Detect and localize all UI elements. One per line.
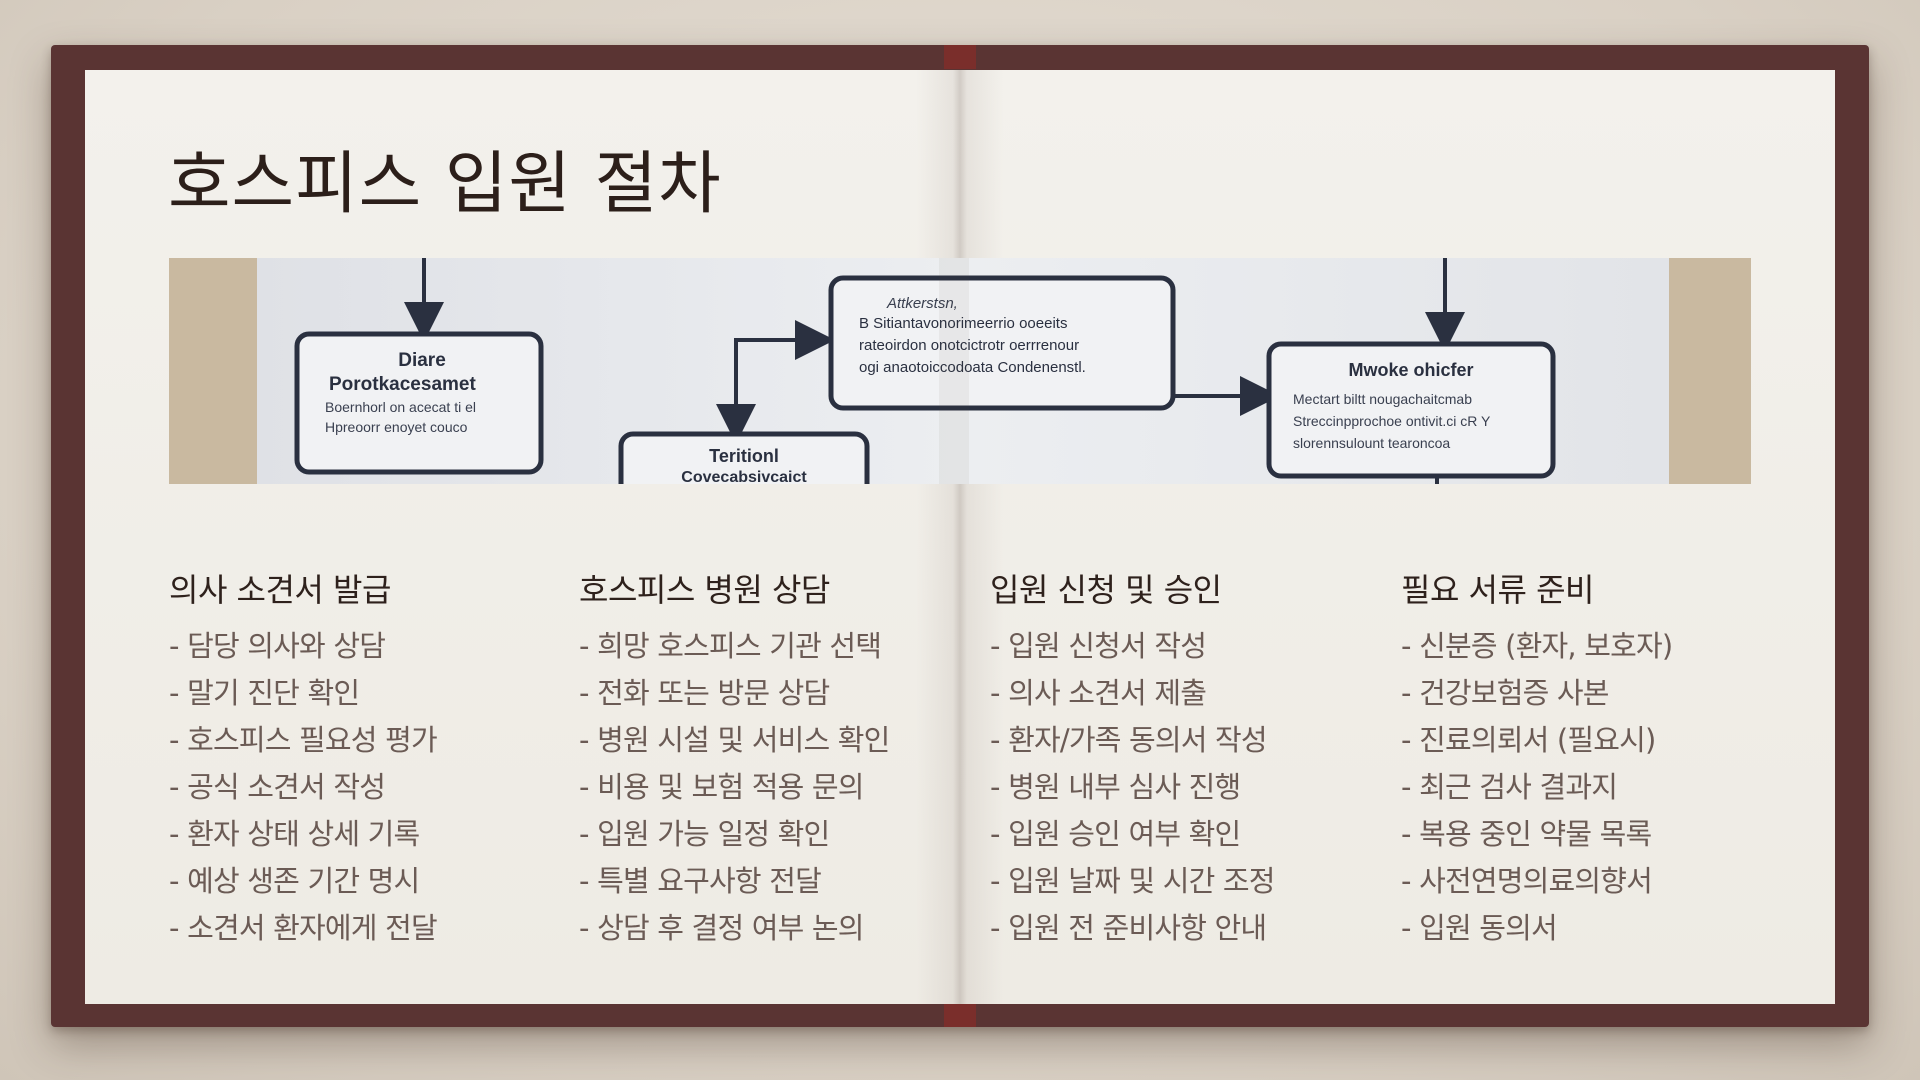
svg-text:Boernhorl on acecat ti el: Boernhorl on acecat ti el bbox=[325, 399, 476, 415]
svg-text:slorennsulount tearoncoa: slorennsulount tearoncoa bbox=[1293, 435, 1450, 451]
step-list: - 희망 호스피스 기관 선택 - 전화 또는 방문 상담 - 병원 시설 및 … bbox=[579, 623, 979, 952]
svg-text:Covecabsivcaict: Covecabsivcaict bbox=[681, 469, 807, 484]
list-item: - 최근 검사 결과지 bbox=[1401, 770, 1618, 804]
svg-text:Mectart biltt nougachaitcmab: Mectart biltt nougachaitcmab bbox=[1293, 391, 1472, 407]
svg-text:Hpreoorr enoyet couco: Hpreoorr enoyet couco bbox=[325, 419, 468, 435]
list-item: - 입원 동의서 bbox=[1401, 911, 1558, 945]
list-item: - 희망 호스피스 기관 선택 bbox=[579, 629, 882, 663]
column-hospital-consultation: 호스피스 병원 상담 - 희망 호스피스 기관 선택 - 전화 또는 방문 상담… bbox=[579, 565, 979, 952]
flow-box: Mwoke ohicfer Mectart biltt nougachaitcm… bbox=[1266, 341, 1556, 479]
page-title: 호스피스 입원 절차 bbox=[168, 145, 722, 224]
list-item: - 상담 후 결정 여부 논의 bbox=[579, 911, 864, 945]
list-item: - 입원 날짜 및 시간 조정 bbox=[990, 864, 1275, 898]
list-item: - 말기 진단 확인 bbox=[169, 676, 360, 710]
column-admission-application: 입원 신청 및 승인 - 입원 신청서 작성 - 의사 소견서 제출 - 환자/… bbox=[990, 565, 1390, 952]
book-pages bbox=[85, 70, 1835, 1004]
list-item: - 호스피스 필요성 평가 bbox=[169, 723, 438, 757]
list-item: - 예상 생존 기간 명시 bbox=[169, 864, 420, 898]
list-item: - 특별 요구사항 전달 bbox=[579, 864, 822, 898]
list-item: - 사전연명의료의향서 bbox=[1401, 864, 1653, 898]
svg-text:Diare: Diare bbox=[398, 350, 446, 371]
svg-text:rateoirdon onotcictrotr oerrre: rateoirdon onotcictrotr oerrrenour bbox=[859, 337, 1079, 354]
flow-box: Teritionl Covecabsivcaict bbox=[618, 431, 870, 484]
book-spine-top bbox=[944, 45, 976, 69]
list-item: - 입원 가능 일정 확인 bbox=[579, 817, 830, 851]
svg-text:Attkerstsn,: Attkerstsn, bbox=[886, 295, 958, 312]
svg-text:Mwoke ohicfer: Mwoke ohicfer bbox=[1348, 360, 1473, 380]
list-item: - 진료의뢰서 (필요시) bbox=[1401, 723, 1656, 757]
list-item: - 환자/가족 동의서 작성 bbox=[990, 723, 1268, 757]
svg-text:Porotkacesamet: Porotkacesamet bbox=[329, 374, 476, 395]
list-item: - 의사 소견서 제출 bbox=[990, 676, 1207, 710]
list-item: - 비용 및 보험 적용 문의 bbox=[579, 770, 864, 804]
list-item: - 전화 또는 방문 상담 bbox=[579, 676, 830, 710]
column-doctor-opinion: 의사 소견서 발급 - 담당 의사와 상담 - 말기 진단 확인 - 호스피스 … bbox=[169, 565, 569, 952]
flowchart-banner-image: Diare Porotkacesamet Boernhorl on acecat… bbox=[169, 258, 1751, 484]
list-item: - 건강보험증 사본 bbox=[1401, 676, 1609, 710]
list-item: - 신분증 (환자, 보호자) bbox=[1401, 629, 1673, 663]
step-list: - 담당 의사와 상담 - 말기 진단 확인 - 호스피스 필요성 평가 - 공… bbox=[169, 623, 569, 952]
list-item: - 입원 전 준비사항 안내 bbox=[990, 911, 1267, 945]
list-item: - 담당 의사와 상담 bbox=[169, 629, 386, 663]
list-item: - 공식 소견서 작성 bbox=[169, 770, 386, 804]
step-list: - 신분증 (환자, 보호자) - 건강보험증 사본 - 진료의뢰서 (필요시)… bbox=[1401, 623, 1801, 952]
list-item: - 병원 시설 및 서비스 확인 bbox=[579, 723, 890, 757]
procedure-columns: 의사 소견서 발급 - 담당 의사와 상담 - 말기 진단 확인 - 호스피스 … bbox=[169, 565, 1769, 965]
list-item: - 병원 내부 심사 진행 bbox=[990, 770, 1241, 804]
column-heading: 호스피스 병원 상담 bbox=[579, 571, 830, 609]
column-heading: 의사 소견서 발급 bbox=[169, 571, 391, 609]
list-item: - 입원 신청서 작성 bbox=[990, 629, 1207, 663]
book-spine-bottom bbox=[944, 1004, 976, 1027]
step-list: - 입원 신청서 작성 - 의사 소견서 제출 - 환자/가족 동의서 작성 -… bbox=[990, 623, 1390, 952]
column-heading: 필요 서류 준비 bbox=[1401, 571, 1594, 609]
flow-box: Attkerstsn, B Sitiantavonorimeerrio ooee… bbox=[828, 275, 1176, 411]
flow-box: Diare Porotkacesamet Boernhorl on acecat… bbox=[294, 331, 544, 475]
svg-text:Teritionl: Teritionl bbox=[709, 446, 779, 466]
list-item: - 소견서 환자에게 전달 bbox=[169, 911, 438, 945]
svg-text:ogi anaotoiccodoata Condenenst: ogi anaotoiccodoata Condenenstl. bbox=[859, 359, 1086, 376]
svg-text:Streccinpprochoe ontivit.ci cR: Streccinpprochoe ontivit.ci cR Y bbox=[1293, 413, 1491, 429]
svg-text:B Sitiantavonorimeerrio ooeeit: B Sitiantavonorimeerrio ooeeits bbox=[859, 315, 1067, 332]
list-item: - 환자 상태 상세 기록 bbox=[169, 817, 420, 851]
list-item: - 복용 중인 약물 목록 bbox=[1401, 817, 1652, 851]
column-heading: 입원 신청 및 승인 bbox=[990, 571, 1222, 609]
list-item: - 입원 승인 여부 확인 bbox=[990, 817, 1241, 851]
column-required-documents: 필요 서류 준비 - 신분증 (환자, 보호자) - 건강보험증 사본 - 진료… bbox=[1401, 565, 1801, 952]
